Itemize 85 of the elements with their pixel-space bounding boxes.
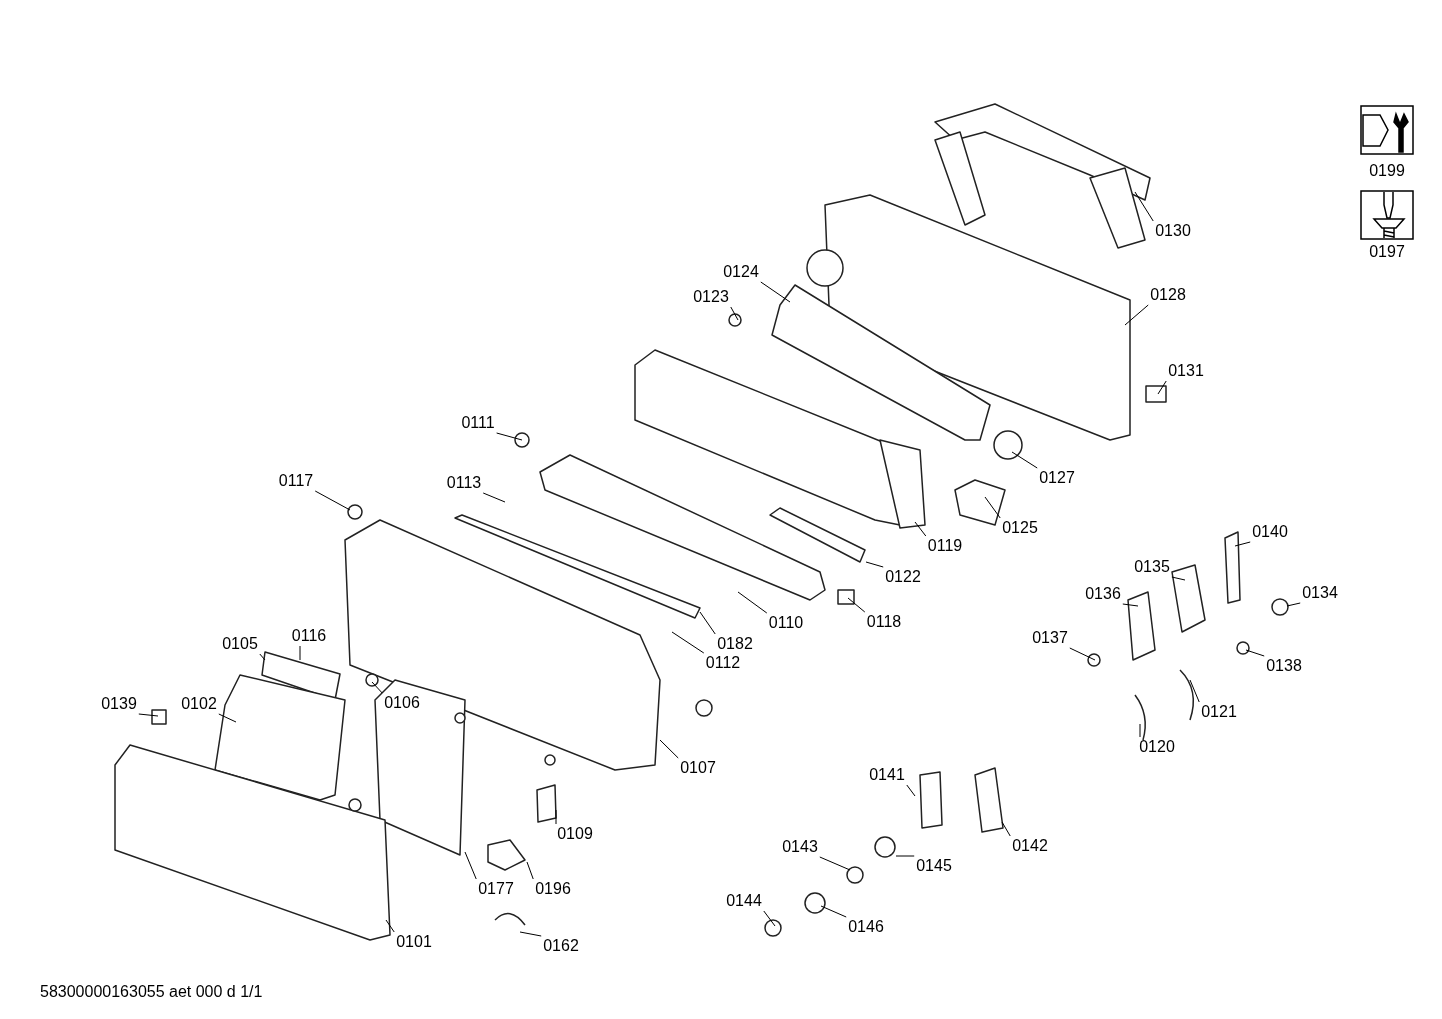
- callout-number: 0116: [291, 627, 327, 645]
- leader-line: [519, 931, 542, 937]
- callout-number: 0139: [101, 695, 137, 713]
- leader-line: [895, 855, 915, 857]
- callout-number: 0121: [1201, 703, 1237, 721]
- leader-line: [760, 281, 791, 303]
- callout-number: 0111: [461, 414, 495, 432]
- leader-line: [1189, 679, 1200, 703]
- tool-label: 0199: [1369, 162, 1405, 180]
- callout-number: 0135: [1134, 558, 1170, 576]
- callout-number: 0106: [384, 694, 420, 712]
- leader-line: [847, 597, 866, 613]
- leader-line: [1286, 602, 1301, 607]
- callout-number: 0136: [1085, 585, 1121, 603]
- leader-line: [482, 492, 506, 503]
- drawing-number: 58300000163055 aet 000 d 1/1: [40, 983, 263, 1001]
- callout-number: 0113: [446, 474, 482, 492]
- leader-line: [1245, 649, 1265, 657]
- callout-number: 0130: [1155, 222, 1191, 240]
- tool-label: 0197: [1369, 243, 1405, 261]
- leader-line: [464, 851, 477, 880]
- callout-number: 0128: [1150, 286, 1186, 304]
- callout-number: 0127: [1039, 469, 1075, 487]
- callout-number: 0125: [1002, 519, 1038, 537]
- callout-number: 0134: [1302, 584, 1338, 602]
- leader-line: [737, 591, 768, 614]
- callout-number: 0141: [869, 766, 905, 784]
- leader-line: [1069, 647, 1096, 661]
- leader-line: [820, 905, 847, 918]
- callout-number: 0123: [693, 288, 729, 306]
- leader-line: [385, 919, 395, 933]
- leader-line: [1139, 723, 1141, 738]
- leader-line: [763, 910, 776, 927]
- leader-line: [1011, 451, 1038, 469]
- callout-number: 0118: [866, 613, 902, 631]
- callout-number: 0110: [768, 614, 804, 632]
- callout-number: 0146: [848, 918, 884, 936]
- callout-number: 0105: [222, 635, 258, 653]
- leader-line: [218, 713, 237, 723]
- callout-number: 0182: [717, 635, 753, 653]
- callout-number: 0140: [1252, 523, 1288, 541]
- leader-line: [819, 856, 851, 871]
- leader-line: [1234, 541, 1251, 547]
- callout-number: 0196: [535, 880, 571, 898]
- leader-line: [496, 432, 523, 441]
- leader-line: [555, 809, 557, 825]
- callout-number: 0143: [782, 838, 818, 856]
- callout-number: 0122: [885, 568, 921, 586]
- callout-number: 0145: [916, 857, 952, 875]
- leader-line: [299, 645, 301, 661]
- leader-line: [671, 631, 705, 654]
- callout-number: 0107: [680, 759, 716, 777]
- callout-number: 0112: [705, 654, 741, 672]
- leader-line: [659, 739, 679, 759]
- leader-line: [138, 713, 159, 717]
- callout-number: 0138: [1266, 657, 1302, 675]
- callout-number: 0144: [726, 892, 762, 910]
- callout-number: 0120: [1139, 738, 1175, 756]
- leader-line: [1171, 576, 1186, 581]
- leader-line: [699, 611, 716, 635]
- callout-number: 0162: [543, 937, 579, 955]
- callout-number: 0119: [927, 537, 963, 555]
- leader-line: [526, 861, 534, 880]
- callout-number: 0117: [278, 472, 314, 490]
- leader-line: [914, 521, 927, 537]
- callout-number: 0101: [396, 933, 432, 951]
- leader-line: [984, 496, 1001, 519]
- leader-line: [1122, 603, 1139, 607]
- leader-line: [906, 784, 916, 797]
- leader-line: [314, 490, 351, 511]
- leader-line: [730, 306, 739, 321]
- callout-number: 0142: [1012, 837, 1048, 855]
- leader-line: [1157, 380, 1167, 395]
- callout-number: 0102: [181, 695, 217, 713]
- leader-line: [1124, 304, 1149, 326]
- leader-line: [865, 561, 884, 568]
- leader-line: [259, 653, 266, 661]
- leader-line: [371, 681, 383, 694]
- callout-number: 0124: [723, 263, 759, 281]
- callout-number: 0109: [557, 825, 593, 843]
- leader-line: [1001, 821, 1011, 837]
- callout-number: 0137: [1032, 629, 1068, 647]
- callout-number: 0131: [1168, 362, 1204, 380]
- leader-line: [1134, 191, 1154, 222]
- callout-number: 0177: [478, 880, 514, 898]
